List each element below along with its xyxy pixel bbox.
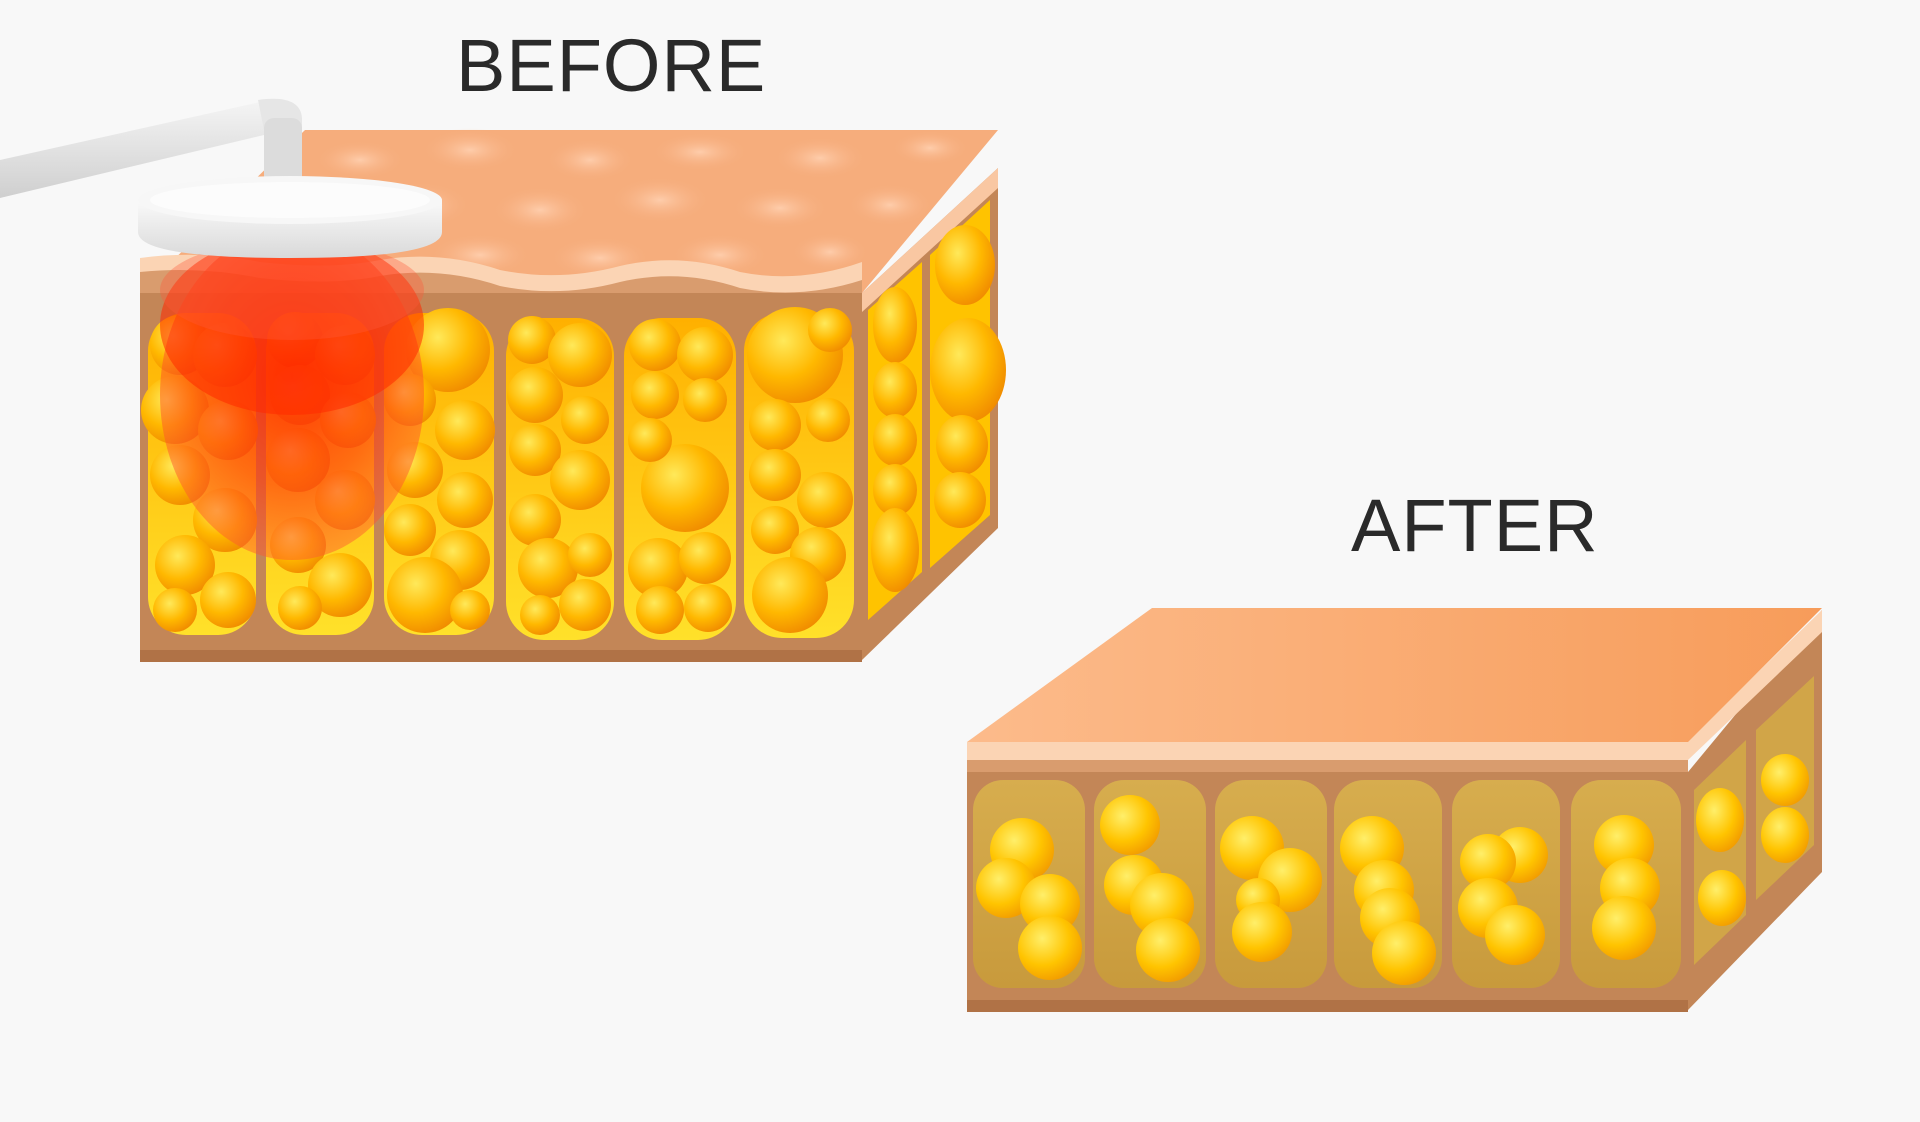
after-skin-block — [967, 608, 1822, 1012]
before-skin-block — [140, 128, 1006, 662]
after-label: AFTER — [1351, 484, 1599, 567]
before-label: BEFORE — [456, 24, 767, 107]
heat-glow-icon — [160, 230, 424, 560]
laser-applicator-icon — [0, 98, 442, 258]
after-fat-cells — [973, 780, 1681, 988]
after-side-cells — [1694, 676, 1814, 965]
before-side-cells — [868, 200, 1006, 620]
